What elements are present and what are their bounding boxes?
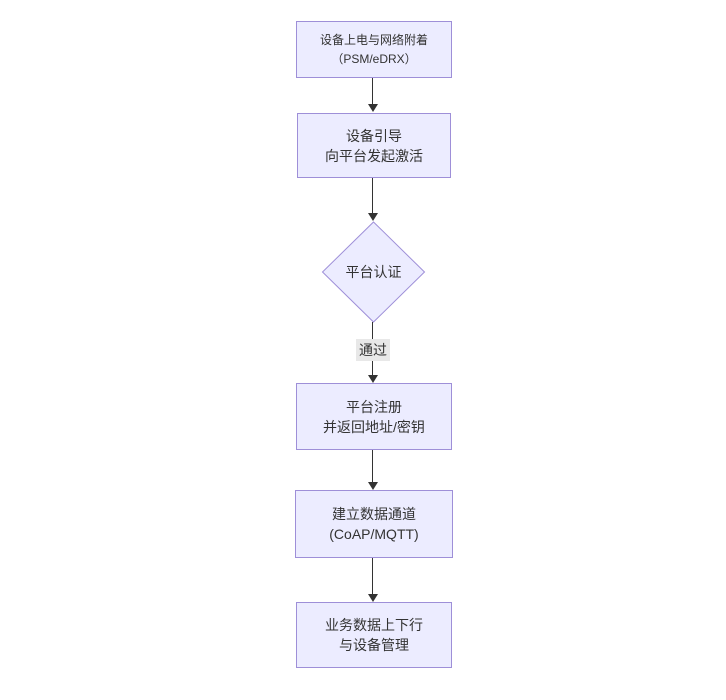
node-text-line: 建立数据通道 (332, 506, 416, 522)
arrowhead-icon (368, 594, 378, 602)
node-text-line: 设备上电与网络附着 (319, 32, 428, 47)
node-text-line: 向平台发起激活 (325, 147, 423, 164)
decision-platform-auth: 平台认证 (321, 221, 426, 323)
node-text-line: 平台注册 (346, 398, 402, 415)
node-power-on-network-attach: 设备上电与网络附着 （PSM/eDRX） (296, 21, 452, 78)
node-data-channel: 建立数据通道 (CoAP/MQTT) (295, 490, 453, 558)
node-text-line: 业务数据上下行 (325, 617, 423, 633)
node-text-line: （PSM/eDRX） (331, 51, 417, 66)
arrowhead-icon (368, 375, 378, 383)
arrowhead-icon (368, 482, 378, 490)
edge-line (372, 450, 373, 482)
node-text-line: 与设备管理 (339, 637, 409, 653)
node-text-line: 平台认证 (345, 264, 402, 280)
diamond-shape-icon (321, 221, 426, 323)
arrowhead-icon (368, 104, 378, 112)
node-platform-register: 平台注册 并返回地址/密钥 (296, 383, 452, 450)
arrowhead-icon (368, 213, 378, 221)
node-business-data-device-mgmt: 业务数据上下行 与设备管理 (296, 602, 452, 668)
edge-line (372, 558, 373, 594)
node-text-line: 并返回地址/密钥 (323, 418, 425, 435)
node-text-line: 设备引导 (346, 127, 402, 144)
edge-line (372, 178, 373, 213)
node-text-line: (CoAP/MQTT) (329, 526, 419, 542)
node-device-bootstrap-activate: 设备引导 向平台发起激活 (297, 113, 451, 178)
edge-line (372, 78, 373, 104)
edge-label-pass: 通过 (356, 339, 390, 361)
